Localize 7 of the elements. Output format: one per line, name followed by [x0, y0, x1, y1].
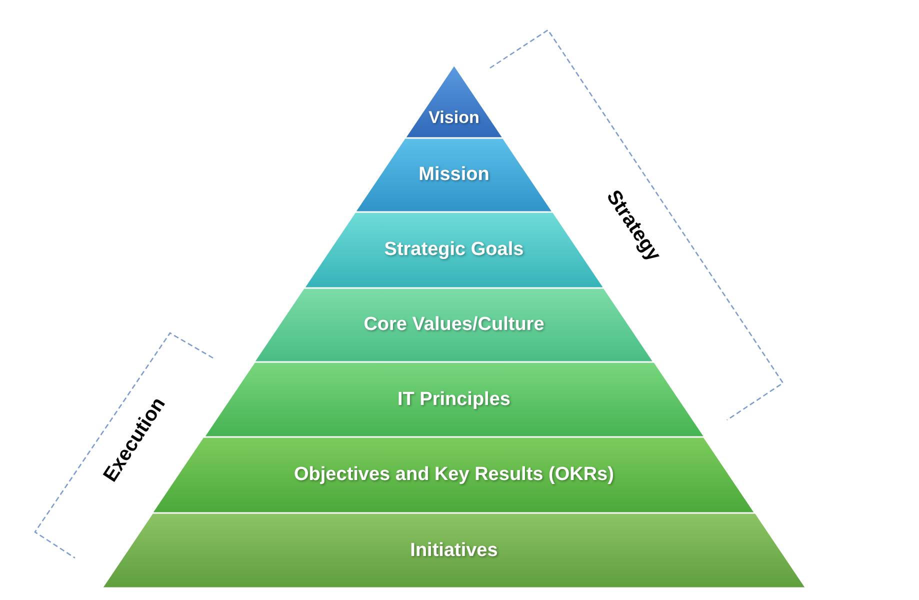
layer-label: Vision: [428, 108, 480, 128]
layer-label: Strategic Goals: [384, 239, 524, 261]
layer-label: IT Principles: [398, 388, 510, 410]
layer-label: Objectives and Key Results (OKRs): [294, 464, 614, 486]
layer-label: Mission: [418, 164, 490, 186]
layer-label: Core Values/Culture: [364, 314, 544, 336]
layer-label: Initiatives: [410, 540, 498, 562]
